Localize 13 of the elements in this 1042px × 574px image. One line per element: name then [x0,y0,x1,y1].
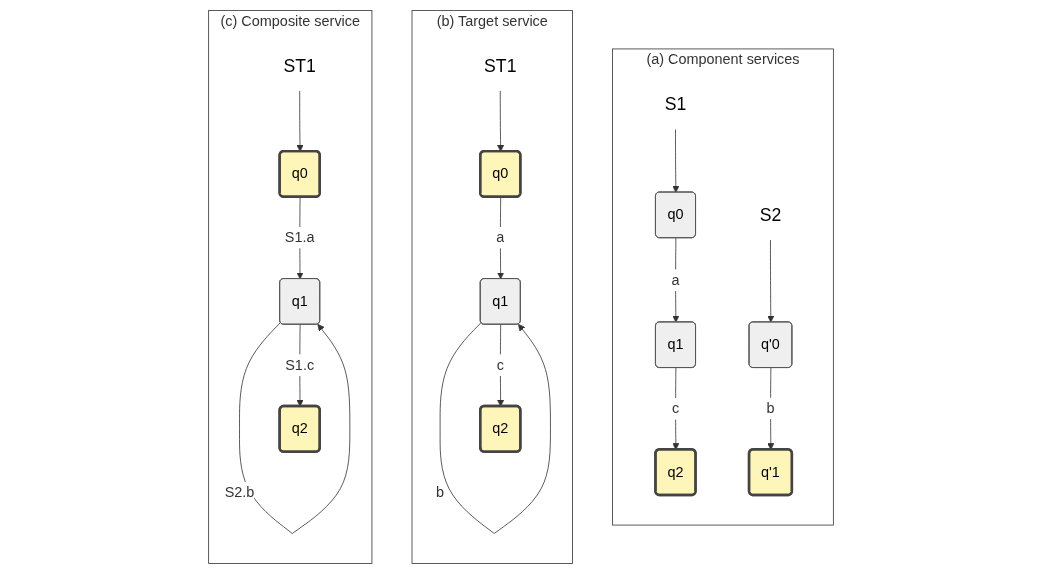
node-text: ST1 [283,55,316,76]
node-text: S1 [664,94,687,115]
node-text: ST1 [484,55,517,76]
edge-label: b [436,484,445,501]
edge-label: a [496,229,505,246]
edge-label: S1.a [284,229,315,246]
edge-label: S1.c [285,356,315,373]
node-text: S2 [759,204,782,225]
edge-label: a [671,271,680,288]
edge-label: S2.b [224,484,255,501]
edge-label: b [766,400,775,417]
edge-label: c [496,356,504,373]
edge-label: c [671,400,680,417]
